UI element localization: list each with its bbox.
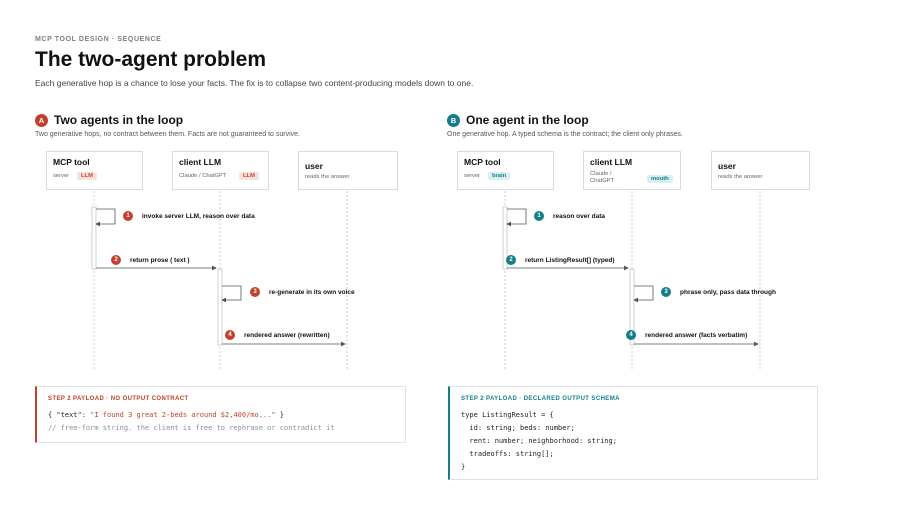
schema-line-2: id: string; beds: number;	[461, 424, 575, 432]
actor-user-b: user reads the answer	[711, 151, 810, 190]
actor-name: client LLM	[179, 157, 222, 167]
actor-mcp-tool-b: MCP tool server brain	[457, 151, 554, 190]
section-a-step-2: 2 return prose ( text )	[111, 255, 190, 265]
section-b-title: One agent in the loop	[466, 113, 589, 127]
eyebrow: MCP TOOL DESIGN · SEQUENCE	[35, 36, 162, 43]
section-a-title: Two agents in the loop	[54, 113, 184, 127]
step-text: re-generate in its own voice	[269, 288, 355, 296]
step-number: 3	[661, 287, 671, 297]
section-a-arrow-3	[221, 285, 242, 303]
section-a-activation-mcp	[91, 206, 97, 270]
section-a-step-4: 4 rendered answer (rewritten)	[225, 330, 330, 340]
code-string: "I found 3 great 2-beds around $2,400/mo…	[90, 411, 276, 419]
step-text: rendered answer (facts verbatim)	[645, 331, 748, 339]
section-a-activation-client	[217, 268, 223, 346]
actor-client-llm-a: client LLM Claude / ChatGPT LLM	[172, 151, 269, 190]
step-text: phrase only, pass data through	[680, 288, 776, 296]
schema-line-5: }	[461, 463, 466, 471]
code-open: { "text":	[48, 411, 91, 419]
section-b-activation-mcp	[502, 206, 508, 270]
payload-comment: // free-form string. the client is free …	[48, 424, 335, 432]
mouth-tag: mouth	[647, 175, 673, 183]
section-b-arrow-3	[633, 285, 654, 303]
actor-user-a: user reads the answer	[298, 151, 398, 190]
actor-name: client LLM	[590, 157, 633, 167]
actor-sub: reads the answer	[305, 174, 350, 180]
llm-tag: LLM	[77, 172, 97, 180]
step-number: 3	[250, 287, 260, 297]
actor-sub: reads the answer	[718, 174, 763, 180]
section-a-arrow-1	[95, 208, 116, 227]
actor-sub: server	[464, 173, 481, 179]
schema-line-1: type ListingResult = {	[461, 411, 554, 419]
section-b-subtitle: One generative hop. A typed schema is th…	[447, 131, 683, 138]
section-b-step-4: 4 rendered answer (facts verbatim)	[626, 330, 747, 340]
actor-sub: Claude / ChatGPT	[590, 171, 615, 184]
llm-tag: LLM	[239, 172, 259, 180]
brain-tag: brain	[488, 172, 511, 180]
payload-code-line: { "text": "I found 3 great 2-beds around…	[48, 411, 284, 419]
step-number: 1	[534, 211, 544, 221]
step-text: reason over data	[553, 212, 606, 220]
section-a-header: A Two agents in the loop	[35, 113, 183, 127]
step-text: invoke server LLM, reason over data	[142, 212, 255, 220]
section-b-arrow-1	[506, 208, 527, 227]
actor-name: MCP tool	[53, 157, 90, 167]
step-number: 4	[626, 330, 636, 340]
schema-line-3: rent: number; neighborhood: string;	[461, 437, 617, 445]
step-number: 2	[506, 255, 516, 265]
step-number: 1	[123, 211, 133, 221]
section-a-step-3: 3 re-generate in its own voice	[250, 287, 355, 297]
payload-title: STEP 2 PAYLOAD · NO OUTPUT CONTRACT	[48, 396, 189, 402]
step-number: 2	[111, 255, 121, 265]
payload-title: STEP 2 PAYLOAD · DECLARED OUTPUT SCHEMA	[461, 396, 620, 402]
step-number: 4	[225, 330, 235, 340]
actor-name: MCP tool	[464, 157, 501, 167]
schema-line-4: tradeoffs: string[];	[461, 450, 554, 458]
payload-card-a: STEP 2 PAYLOAD · NO OUTPUT CONTRACT { "t…	[35, 386, 406, 443]
actor-name: user	[718, 161, 736, 171]
page-subtitle: Each generative hop is a chance to lose …	[35, 78, 474, 88]
section-b-step-1: 1 reason over data	[534, 211, 605, 221]
actor-mcp-tool-a: MCP tool server LLM	[46, 151, 143, 190]
page-title: The two-agent problem	[35, 48, 266, 71]
actor-client-llm-b: client LLM Claude / ChatGPT mouth	[583, 151, 681, 190]
section-a-subtitle: Two generative hops, no contract between…	[35, 131, 300, 138]
section-b-step-2: 2 return ListingResult[] (typed)	[506, 255, 615, 265]
code-close: }	[275, 411, 285, 419]
payload-card-b: STEP 2 PAYLOAD · DECLARED OUTPUT SCHEMA …	[448, 386, 818, 480]
section-b-activation-client	[629, 268, 635, 346]
step-text: rendered answer (rewritten)	[244, 331, 330, 339]
step-text: return ListingResult[] (typed)	[525, 256, 615, 264]
section-a-step-1: 1 invoke server LLM, reason over data	[123, 211, 255, 221]
actor-sub: Claude / ChatGPT	[179, 173, 227, 179]
section-b-badge: B	[447, 113, 460, 127]
section-b-step-3: 3 phrase only, pass data through	[661, 287, 776, 297]
actor-sub: server	[53, 173, 70, 179]
actor-name: user	[305, 161, 323, 171]
step-text: return prose ( text )	[130, 256, 190, 264]
section-b-header: B One agent in the loop	[447, 113, 589, 127]
section-a-badge: A	[35, 113, 48, 127]
